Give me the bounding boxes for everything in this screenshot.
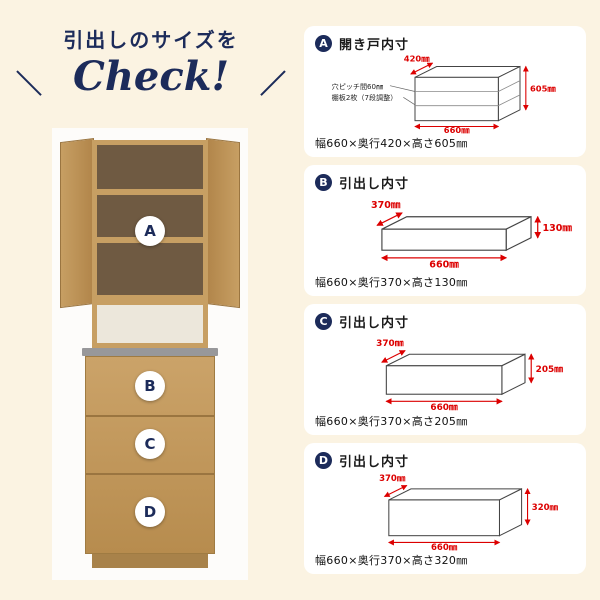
depth-arrow [376, 212, 403, 226]
card-header: B 引出し内寸 [315, 173, 575, 192]
height-dimension-label: 130㎜ [543, 223, 573, 234]
inner-shelf-line [498, 80, 521, 92]
note-shelf-count: 棚板2枚（7段調整） [332, 93, 398, 102]
height-dimension-label: 205㎜ [536, 365, 564, 375]
depth-dimension-label: 370㎜ [379, 474, 406, 484]
box-front-face [414, 76, 499, 122]
inner-shelf-line [498, 94, 521, 107]
depth-arrow [381, 350, 406, 363]
height-dimension-label: 605㎜ [530, 84, 556, 94]
drawer-divider [86, 473, 214, 475]
note-leader-line [403, 97, 416, 106]
size-summary: 幅660×奥行370×高さ320㎜ [315, 554, 468, 567]
dimension-diagram-c: 370㎜ 205㎜ 660㎜ [376, 339, 564, 412]
width-dimension-label: 660㎜ [431, 543, 458, 551]
box-front-face [388, 499, 500, 537]
cabinet-open-compartment [92, 300, 208, 348]
headline-check-text: Check! [73, 53, 229, 100]
cabinet-label-c: C [135, 429, 165, 459]
spec-card-c: C 引出し内寸 370㎜ 205㎜ 660㎜ 幅660×奥行370×高さ205㎜ [304, 304, 586, 435]
cabinet-label-a: A [135, 216, 165, 246]
cabinet-label-b: B [135, 371, 165, 401]
card-badge-a: A [315, 34, 332, 52]
note-leader-line [389, 85, 416, 92]
depth-arrow [410, 62, 434, 75]
cabinet-open-door-right [206, 138, 240, 309]
box-front-face [381, 228, 507, 251]
headline-block: ＼ ／ 引出しのサイズを Check! [10, 24, 292, 100]
cabinet-upper-interior [92, 140, 208, 300]
drawer-divider [86, 415, 214, 417]
cabinet-open-door-left [60, 138, 94, 309]
depth-dimension-label: 370㎜ [371, 200, 401, 211]
note-hole-pitch: 穴ピッチ間60㎜ [332, 82, 383, 91]
dimension-diagram-b: 370㎜ 130㎜ 660㎜ [371, 200, 573, 270]
cabinet-drawer-unit: B C D [85, 356, 215, 554]
card-heading: 開き戸内寸 [339, 37, 410, 53]
depth-dimension-label: 420㎜ [404, 54, 430, 64]
card-header: D 引出し内寸 [315, 451, 575, 470]
width-dimension-label: 660㎜ [430, 403, 458, 412]
box-front-face [385, 365, 503, 395]
size-summary: 幅660×奥行420×高さ605㎜ [315, 137, 468, 150]
width-dimension-label: 660㎜ [444, 125, 470, 134]
card-header: A 開き戸内寸 [315, 34, 575, 53]
headline-text: 引出しのサイズを [63, 28, 239, 52]
card-badge-c: C [315, 312, 332, 330]
depth-dimension-label: 370㎜ [376, 339, 404, 349]
cabinet-base [92, 554, 208, 568]
card-badge-b: B [315, 173, 332, 191]
spec-card-list: A 開き戸内寸 420㎜ 605㎜ 660㎜ 穴ピッチ間60㎜ 棚板2枚（7段調… [304, 26, 586, 582]
card-heading: 引出し内寸 [339, 454, 410, 470]
card-heading: 引出し内寸 [339, 176, 410, 192]
decorative-slash-left: ＼ [16, 70, 43, 100]
spec-card-b: B 引出し内寸 370㎜ 130㎜ 660㎜ 幅660×奥行370×高さ130㎜ [304, 165, 586, 296]
card-header: C 引出し内寸 [315, 312, 575, 331]
cabinet-shelf [97, 189, 203, 195]
cabinet-photo: A B C D [52, 128, 248, 580]
cabinet-counter-top [82, 348, 218, 356]
height-dimension-label: 320㎜ [532, 503, 559, 513]
depth-arrow [383, 484, 408, 498]
width-dimension-label: 660㎜ [429, 259, 459, 270]
dimension-diagram-a: 420㎜ 605㎜ 660㎜ 穴ピッチ間60㎜ 棚板2枚（7段調整） [332, 54, 557, 134]
cabinet-label-d: D [135, 497, 165, 527]
size-summary: 幅660×奥行370×高さ130㎜ [315, 276, 468, 289]
card-heading: 引出し内寸 [339, 315, 410, 331]
size-summary: 幅660×奥行370×高さ205㎜ [315, 415, 468, 428]
card-badge-d: D [315, 451, 332, 469]
dimension-diagram-d: 370㎜ 320㎜ 660㎜ [379, 474, 559, 551]
spec-card-d: D 引出し内寸 370㎜ 320㎜ 660㎜ 幅660×奥行370×高さ320㎜ [304, 443, 586, 574]
decorative-slash-right: ／ [259, 70, 286, 100]
spec-card-a: A 開き戸内寸 420㎜ 605㎜ 660㎜ 穴ピッチ間60㎜ 棚板2枚（7段調… [304, 26, 586, 157]
